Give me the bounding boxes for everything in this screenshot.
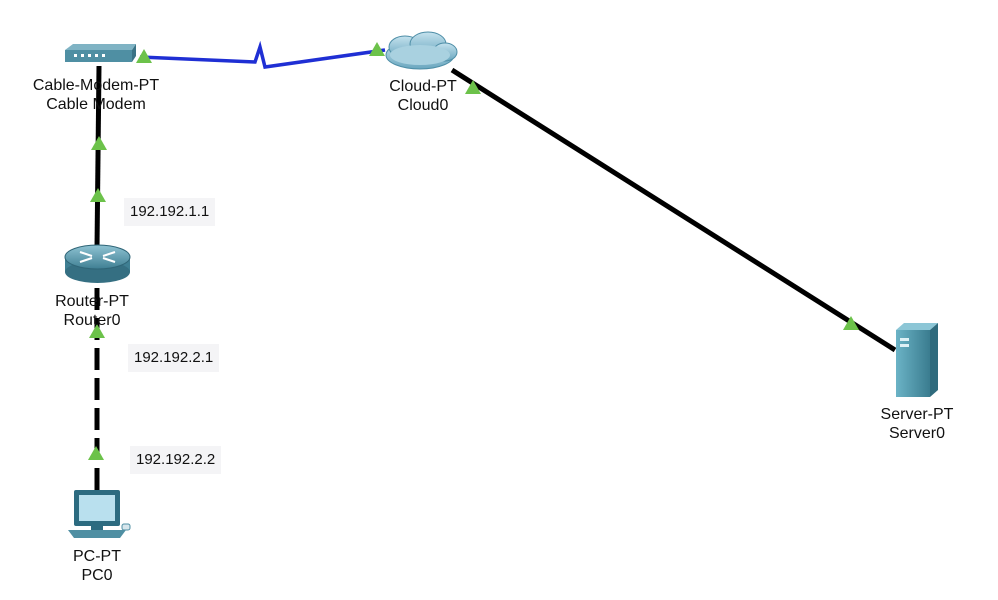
- device-name: Router0: [63, 312, 121, 329]
- device-model: Cloud-PT: [389, 78, 457, 95]
- link-modem-cloud[interactable]: [139, 40, 386, 69]
- link-up-indicator: [465, 80, 481, 94]
- link-up-indicator: [369, 42, 385, 56]
- device-name: PC0: [81, 567, 113, 584]
- device-label-cloud: Cloud-PT Cloud0: [389, 77, 457, 115]
- link-up-indicator: [88, 446, 104, 460]
- link-up-indicator: [136, 49, 152, 63]
- device-label-modem: Cable-Modem-PT Cable Modem: [33, 76, 159, 114]
- link-cloud-server[interactable]: [450, 67, 897, 353]
- device-name: Server0: [888, 425, 946, 442]
- link-up-indicator: [91, 136, 107, 150]
- ip-label-router-modem-interface: 192.192.1.1: [124, 198, 216, 226]
- device-label-server: Server-PT Server0: [881, 405, 954, 443]
- device-label-pc: PC-PT PC0: [73, 547, 121, 585]
- ip-label-pc-interface: 192.192.2.2: [130, 446, 222, 474]
- pc-icon[interactable]: [68, 490, 131, 538]
- server-icon[interactable]: [896, 323, 938, 397]
- ip-label-router-pc-interface: 192.192.2.1: [128, 344, 220, 372]
- link-up-indicator: [843, 316, 859, 330]
- device-name: Cable Modem: [46, 96, 146, 113]
- link-up-indicator: [90, 188, 106, 202]
- cable-modem-icon[interactable]: [65, 44, 136, 62]
- router-icon[interactable]: [64, 244, 131, 283]
- device-model: Server-PT: [880, 406, 954, 423]
- device-model: PC-PT: [73, 548, 121, 565]
- device-model: Cable-Modem-PT: [32, 77, 160, 94]
- link-up-indicator: [89, 324, 105, 338]
- device-label-router: Router-PT Router0: [55, 292, 129, 330]
- device-name: Cloud0: [397, 97, 449, 114]
- link-modem-router[interactable]: [94, 65, 102, 249]
- link-status-indicators: [88, 42, 859, 460]
- device-model: Router-PT: [55, 293, 129, 310]
- cloud-icon[interactable]: [385, 31, 458, 70]
